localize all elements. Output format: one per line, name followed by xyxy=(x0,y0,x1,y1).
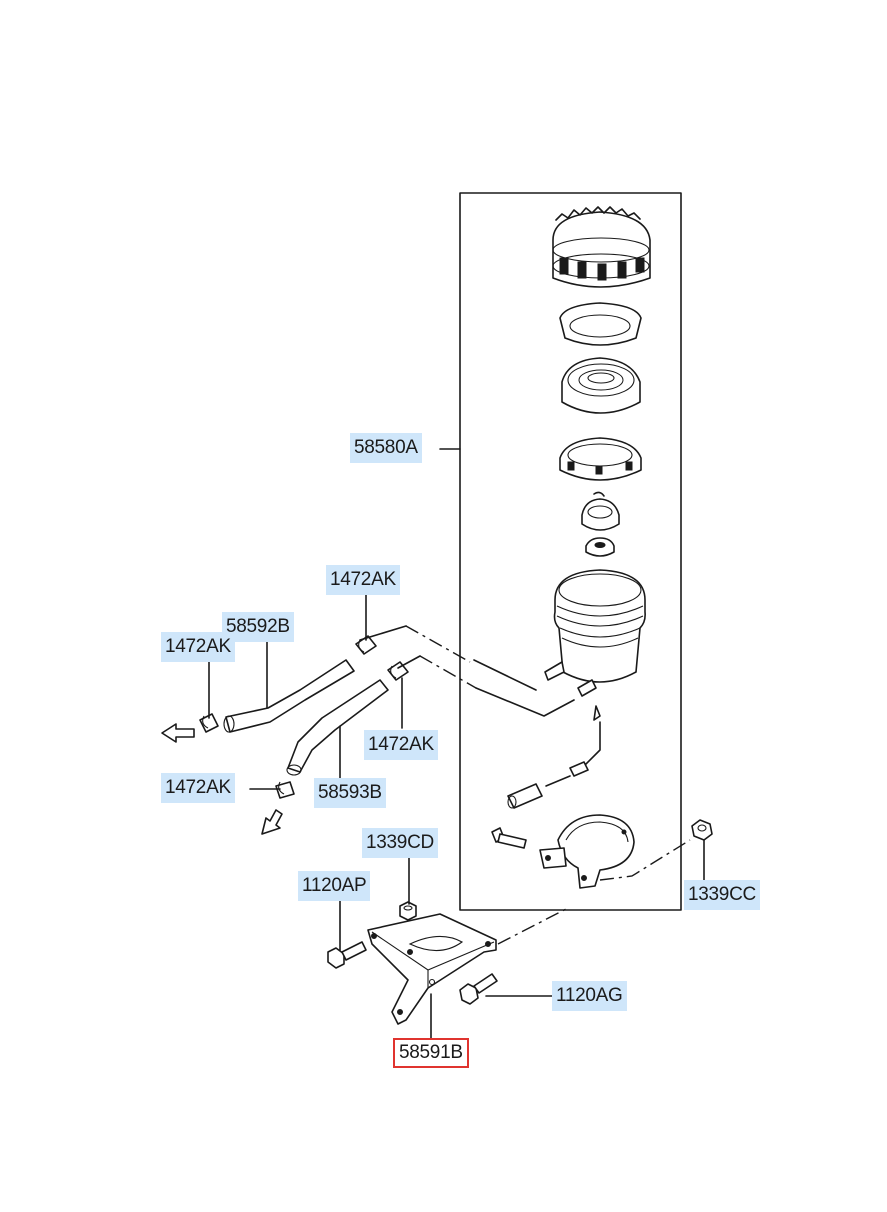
mounting-bracket xyxy=(367,913,497,1025)
clamp-dash-line xyxy=(599,839,691,881)
label-1472AK-left[interactable]: 1472AK xyxy=(161,632,235,662)
label-1472AK-top[interactable]: 1472AK xyxy=(326,565,400,595)
reservoir-gasket xyxy=(559,302,642,346)
nut-1339CD xyxy=(399,901,417,921)
reservoir-retaining-ring xyxy=(559,437,642,481)
label-58591B-selected[interactable]: 58591B xyxy=(393,1038,469,1068)
label-58593B[interactable]: 58593B xyxy=(314,778,386,808)
label-1120AP[interactable]: 1120AP xyxy=(298,871,371,901)
label-58592B[interactable]: 58592B xyxy=(222,612,294,642)
reservoir-body xyxy=(544,569,646,697)
label-1472AK-right[interactable]: 1472AK xyxy=(364,730,438,760)
pipe-lines xyxy=(359,625,575,717)
nut-1339CC xyxy=(691,819,713,841)
assembly-frame xyxy=(459,192,682,911)
reservoir-band-clamp xyxy=(491,814,635,889)
bracket-dash-line xyxy=(497,907,569,945)
level-sensor xyxy=(507,705,601,809)
label-1472AK-bottom[interactable]: 1472AK xyxy=(161,773,235,803)
leader-lines xyxy=(208,448,705,1041)
bolt-1120AG xyxy=(459,973,498,1005)
label-1339CD[interactable]: 1339CD xyxy=(362,828,438,858)
label-58580A[interactable]: 58580A xyxy=(350,433,422,463)
flow-arrows xyxy=(161,723,283,835)
return-hose xyxy=(286,679,389,776)
supply-hose xyxy=(223,659,355,733)
reservoir-cap xyxy=(552,206,651,288)
reservoir-strainer xyxy=(561,357,641,414)
label-1120AG[interactable]: 1120AG xyxy=(552,981,627,1011)
reservoir-float xyxy=(581,491,620,557)
bolt-1120AP xyxy=(327,941,367,969)
label-1339CC[interactable]: 1339CC xyxy=(684,880,760,910)
